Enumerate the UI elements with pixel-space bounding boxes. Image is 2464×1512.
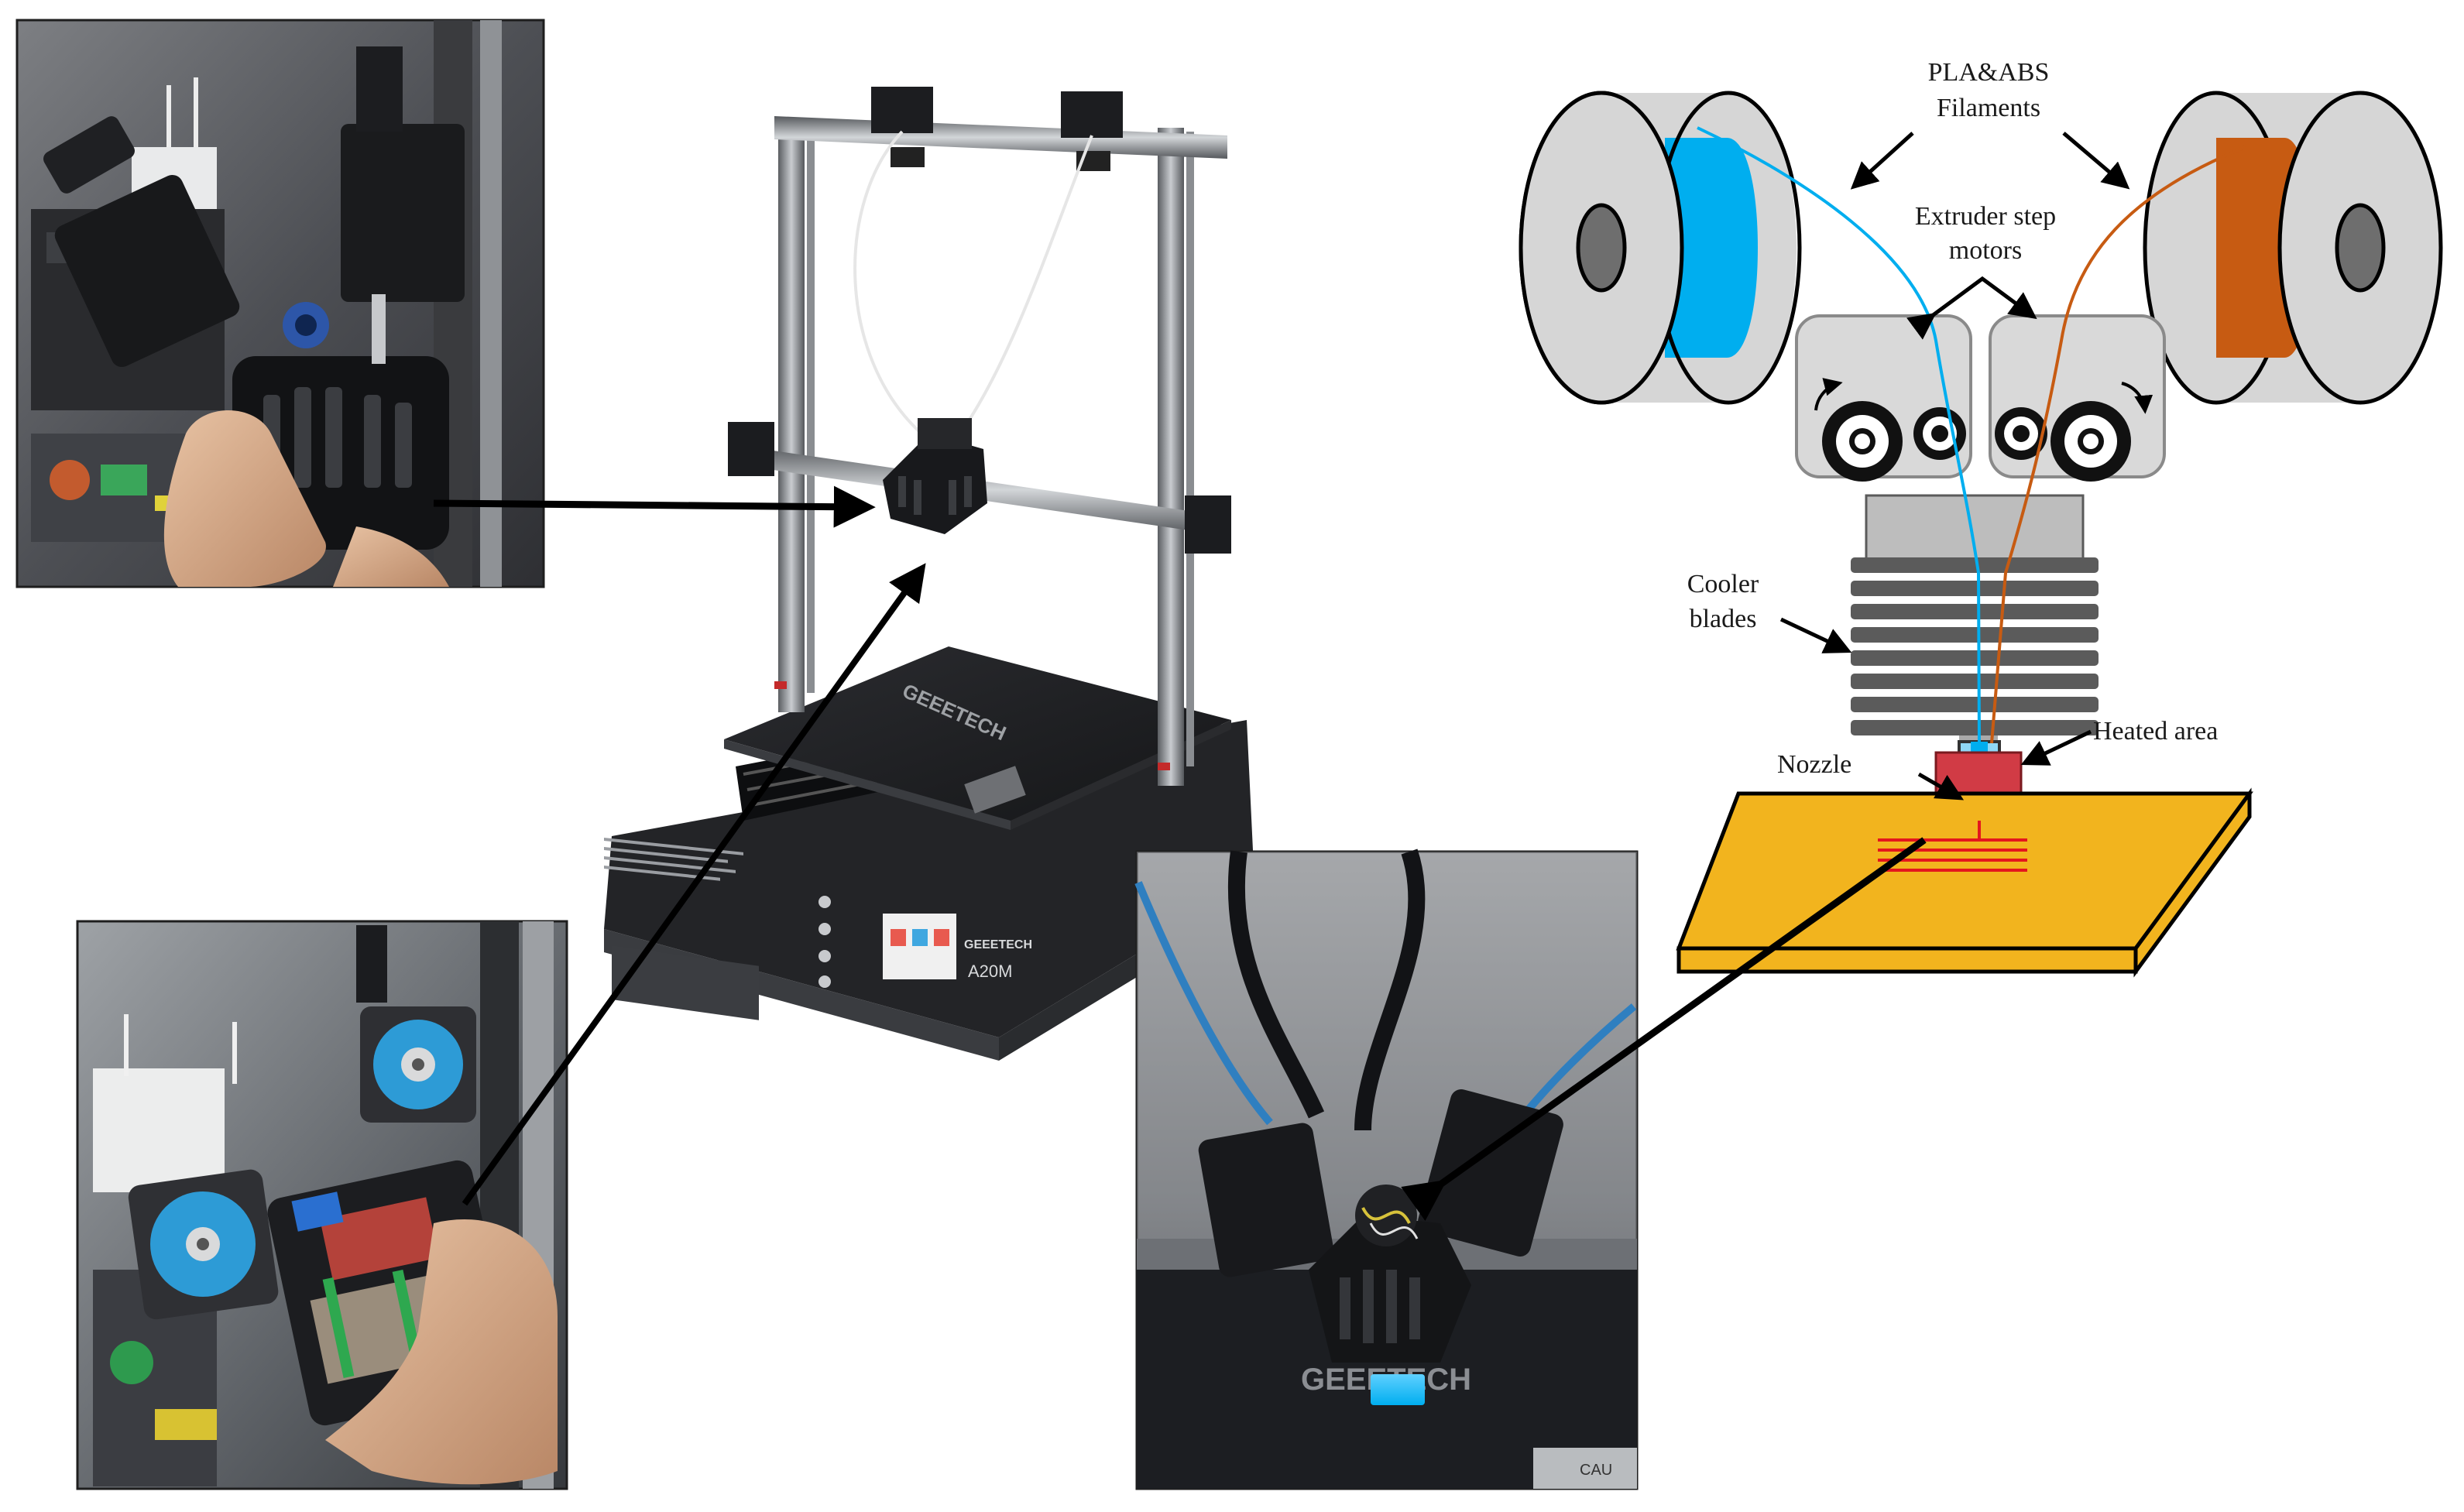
- frame-top-bar: [774, 116, 1227, 159]
- label-heated-area: Heated area: [2093, 717, 2218, 746]
- extruder-step-motor-right: [1989, 314, 2166, 482]
- photo-head-assembly: [1198, 1089, 1563, 1363]
- left-filament-spool: [1519, 91, 1802, 405]
- printer-print-head: [883, 418, 987, 534]
- printer-render: GEEETECH A20M GEEETECH: [604, 87, 1254, 1061]
- arrow-nozzle: [1917, 772, 1965, 801]
- stepper-motor-left: [128, 1169, 279, 1320]
- arrow-cooler-blades: [1779, 617, 1852, 653]
- photo-extruder-in-hand: [15, 19, 545, 588]
- printer-model: A20M: [968, 962, 1012, 981]
- label-filaments-line2: Filaments: [1937, 94, 2040, 122]
- dual-extruder-schematic: PLA&ABS Filaments Extruder step motors C…: [1519, 58, 2443, 978]
- label-cooler-line1: Cooler: [1687, 570, 1759, 598]
- arrow-heated-area: [2020, 729, 2092, 766]
- heated-block: [1934, 751, 2023, 794]
- cooler-blades: [1851, 494, 2099, 751]
- build-plate: [1676, 787, 2253, 978]
- connector-arrows: [433, 485, 1927, 1222]
- photo-bed-sticker: CAU: [1580, 1462, 1612, 1479]
- printed-part: [1371, 1374, 1425, 1405]
- label-extruder-line2: motors: [1949, 236, 2022, 265]
- arrow-photo3-to-nozzle: [1401, 837, 1927, 1222]
- stepper-motor-top: [356, 925, 476, 1123]
- hand: [163, 410, 326, 587]
- extruder-step-motor-left: [1795, 314, 1972, 482]
- printed-lines: [1878, 821, 2027, 872]
- arrow-filaments-right: [2062, 132, 2130, 190]
- arrow-filaments-left: [1850, 132, 1914, 190]
- frame-left-post: [778, 124, 805, 712]
- arrow-photo2-to-head: [462, 563, 926, 1206]
- label-nozzle: Nozzle: [1777, 750, 1851, 779]
- photo-print-head-bed: GEEETECH CAU: [1134, 849, 1639, 1490]
- label-cooler-line2: blades: [1690, 605, 1757, 633]
- label-extruder-line1: Extruder step: [1915, 202, 2056, 231]
- arrow-extruder-motors: [1906, 276, 2037, 340]
- printer-lcd: [883, 914, 956, 979]
- frame-right-post: [1158, 128, 1184, 786]
- hand: [325, 1219, 558, 1485]
- photo-extruder-motors: [76, 920, 568, 1490]
- filament-path-right: [1990, 146, 2246, 744]
- label-filaments-line1: PLA&ABS: [1928, 58, 2050, 87]
- right-filament-spool: [2143, 91, 2443, 405]
- printer-brand-base: GEEETECH: [964, 938, 1032, 951]
- arrow-photo1-to-head: [433, 485, 876, 528]
